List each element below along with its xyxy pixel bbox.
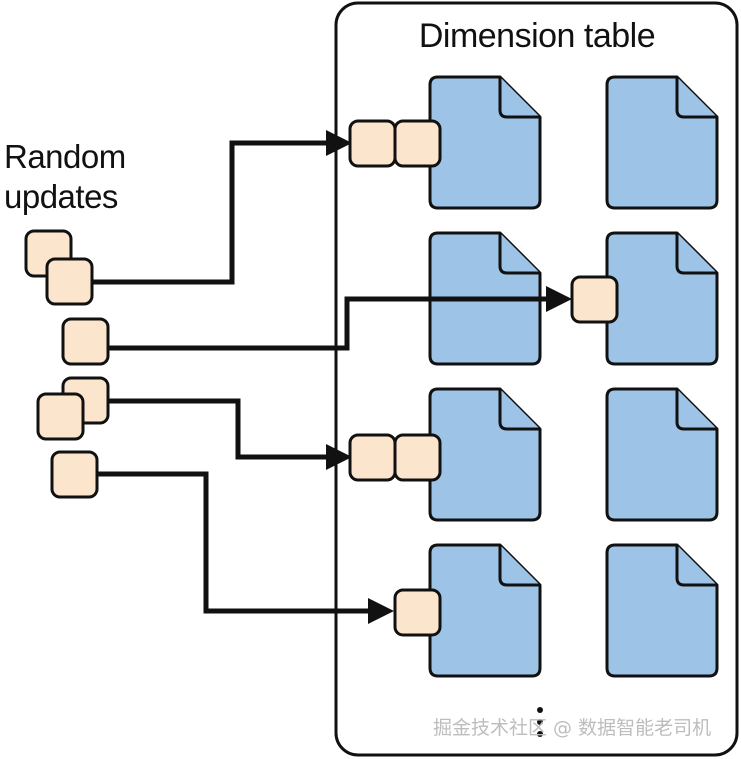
ellipsis-dot bbox=[537, 719, 543, 725]
data-file bbox=[605, 75, 719, 210]
ellipsis-dot bbox=[537, 707, 543, 713]
landed-update-record bbox=[348, 433, 397, 482]
landed-update-record bbox=[393, 119, 442, 168]
landed-update-record bbox=[570, 275, 619, 324]
arrow-head bbox=[368, 598, 394, 624]
update-arrow-line bbox=[108, 398, 330, 460]
update-record bbox=[45, 257, 94, 306]
random-updates-label-line-2: updates bbox=[4, 178, 118, 215]
update-arrow-line bbox=[108, 296, 550, 351]
data-file bbox=[605, 387, 719, 522]
update-record bbox=[36, 392, 85, 441]
data-file bbox=[428, 387, 542, 522]
landed-update-record bbox=[348, 119, 397, 168]
arrow-head bbox=[546, 286, 572, 312]
landed-update-record bbox=[393, 433, 442, 482]
update-record bbox=[50, 450, 99, 499]
data-file bbox=[605, 231, 719, 366]
data-file bbox=[428, 75, 542, 210]
dimension-table-title: Dimension table bbox=[419, 17, 655, 55]
ellipsis-dot bbox=[537, 731, 543, 737]
watermark-text: 掘金技术社区 @ 数据智能老司机 bbox=[433, 717, 711, 739]
arrow-head bbox=[326, 130, 352, 156]
landed-update-record bbox=[393, 588, 442, 637]
update-arrow-line bbox=[92, 140, 330, 285]
update-arrow-line bbox=[97, 471, 372, 614]
data-file bbox=[605, 543, 719, 678]
random-updates-label-line-1: Random bbox=[4, 138, 126, 175]
update-record bbox=[61, 317, 110, 366]
data-file bbox=[428, 543, 542, 678]
arrow-head bbox=[326, 444, 352, 470]
